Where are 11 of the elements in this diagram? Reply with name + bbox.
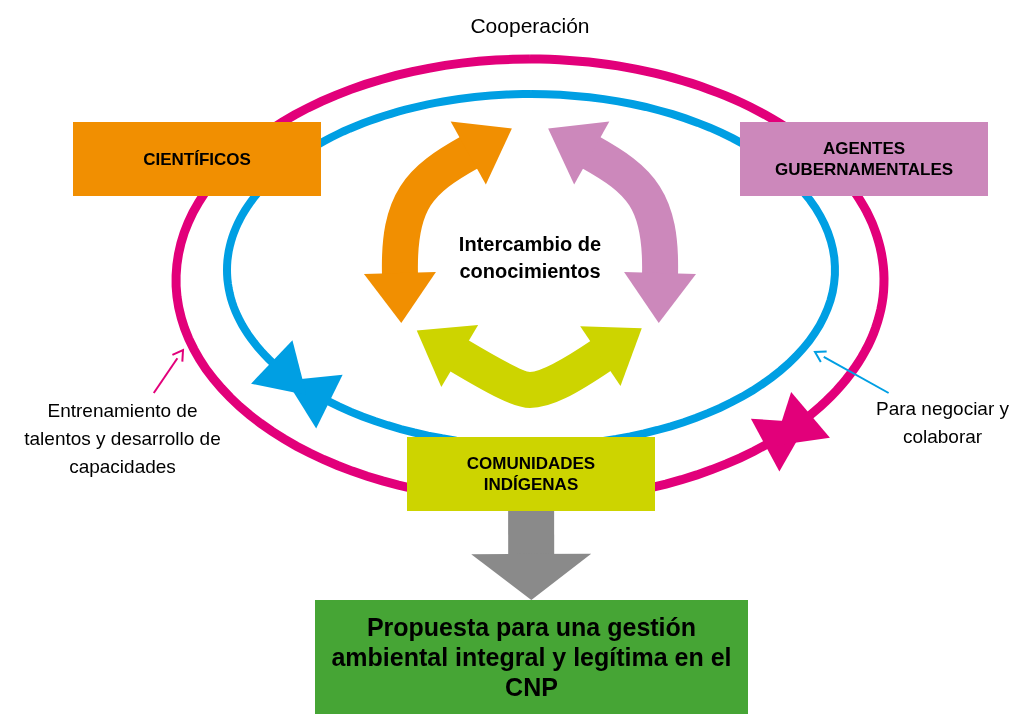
proposal-box: Propuesta para una gestión ambiental integral y legítima en el CNP xyxy=(315,600,748,714)
side-note: Para negociar y colaborar xyxy=(870,393,1015,453)
indigenous-communities-box: COMUNIDADES INDÍGENAS xyxy=(407,437,655,511)
ring-label: Cooperación xyxy=(469,13,591,39)
leader-line xyxy=(152,349,184,394)
flow-arrow xyxy=(471,510,592,600)
side-note: Entrenamiento de talentos y desarrollo de capacidades xyxy=(20,393,225,485)
government-agents-box: AGENTES GUBERNAMENTALES xyxy=(740,122,988,196)
leader-line xyxy=(814,350,890,394)
center-label: Intercambio de conocimientos xyxy=(447,228,613,288)
scientists-box: CIENTÍFICOS xyxy=(73,122,321,196)
